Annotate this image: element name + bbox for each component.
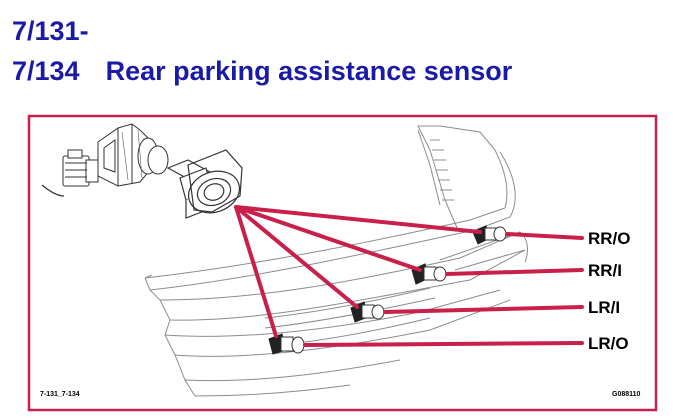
title-description: Rear parking assistance sensor xyxy=(105,56,513,86)
detail-leader-lines xyxy=(234,205,482,338)
sensor-assembly-detail xyxy=(41,123,243,219)
label-rr-outer: RR/O xyxy=(588,229,631,248)
label-callout-lines xyxy=(303,232,584,347)
figure-caption-left: 7-131_7-134 xyxy=(40,391,80,398)
sensor-rr-inner xyxy=(411,263,447,285)
callout-line-lr-inner xyxy=(383,305,584,314)
sensor-rr-outer xyxy=(472,225,507,245)
leader-to-rr-inner xyxy=(234,205,422,272)
diagram-frame-border xyxy=(27,114,658,412)
label-lr-inner: LR/I xyxy=(588,298,620,317)
figure-caption-right: G088110 xyxy=(612,391,641,398)
title-number: 7/134 xyxy=(12,56,80,86)
callout-line-rr-outer xyxy=(505,232,584,240)
callout-line-lr-outer xyxy=(303,341,584,347)
rear-bumper-drawing xyxy=(144,125,528,397)
label-lr-outer: LR/O xyxy=(588,334,629,353)
title-line-1-text: 7/131- xyxy=(12,16,89,46)
leader-to-lr-inner xyxy=(234,205,359,309)
page-title-number-range: 7/131- xyxy=(12,16,89,46)
leader-to-lr-outer xyxy=(234,205,278,338)
leader-to-rr-outer xyxy=(234,205,482,234)
bumper-sensors xyxy=(268,225,507,355)
callout-line-rr-inner xyxy=(445,268,584,276)
label-rr-inner: RR/I xyxy=(588,261,622,280)
page-title: 7/134 Rear parking assistance sensor xyxy=(12,56,512,86)
sensor-lr-outer xyxy=(268,333,305,355)
